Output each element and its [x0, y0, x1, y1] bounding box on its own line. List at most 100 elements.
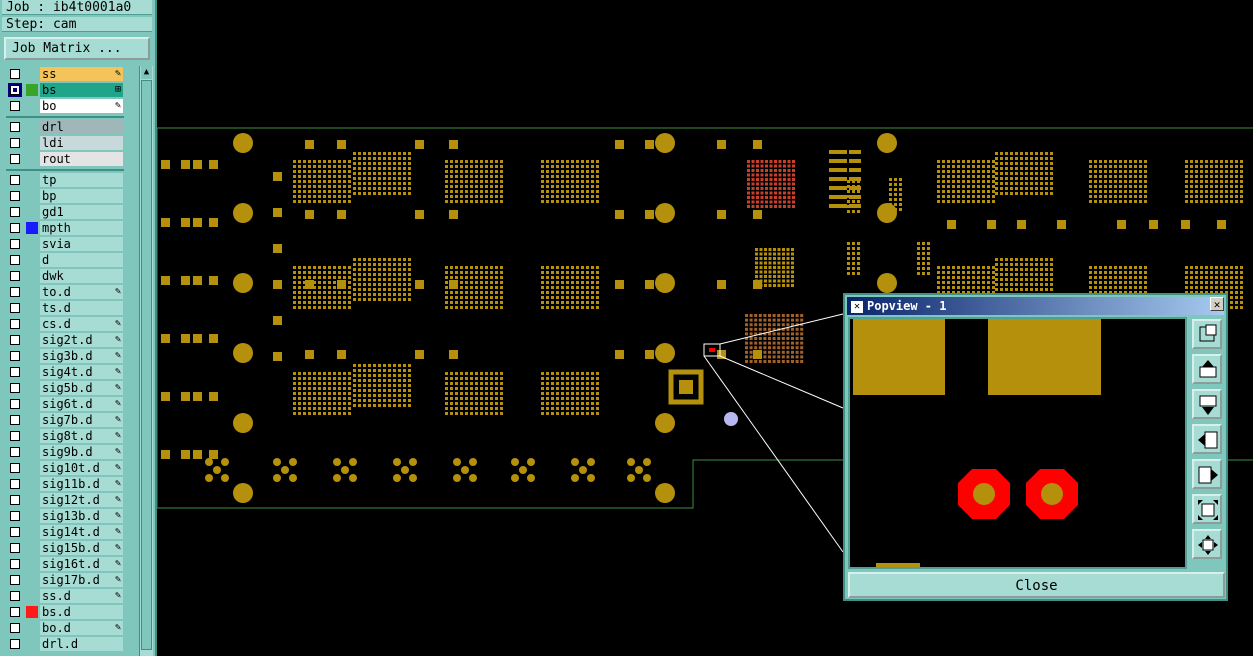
popview-zoom-view[interactable] — [848, 317, 1187, 569]
close-button[interactable]: Close — [848, 572, 1225, 598]
layer-name[interactable]: gd1 — [40, 205, 123, 219]
layer-checkbox[interactable] — [10, 415, 20, 425]
layer-name[interactable]: sig5b.d✎ — [40, 381, 123, 395]
layer-row-sig11b-d[interactable]: sig11b.d✎ — [0, 476, 140, 492]
layer-name[interactable]: ss✎ — [40, 67, 123, 81]
layer-row-cs-d[interactable]: cs.d✎ — [0, 316, 140, 332]
layer-name[interactable]: dwk — [40, 269, 123, 283]
layer-row-tp[interactable]: tp — [0, 172, 140, 188]
layer-row-bp[interactable]: bp — [0, 188, 140, 204]
zoom-fit-button[interactable] — [1192, 494, 1222, 524]
layer-name[interactable]: sig17b.d✎ — [40, 573, 123, 587]
layer-row-sig9b-d[interactable]: sig9b.d✎ — [0, 444, 140, 460]
layer-name[interactable]: bo.d✎ — [40, 621, 123, 635]
layer-checkbox[interactable] — [10, 591, 20, 601]
layer-checkbox[interactable] — [10, 543, 20, 553]
layer-name[interactable]: to.d✎ — [40, 285, 123, 299]
layer-name[interactable]: sig6t.d✎ — [40, 397, 123, 411]
layer-row-bs[interactable]: bs⊞ — [0, 82, 140, 98]
layer-name[interactable]: ss.d✎ — [40, 589, 123, 603]
layer-row-drl-d[interactable]: drl.d — [0, 636, 140, 652]
layer-name[interactable]: bs.d — [40, 605, 123, 619]
layer-name[interactable]: sig9b.d✎ — [40, 445, 123, 459]
layer-name[interactable]: svia — [40, 237, 123, 251]
close-icon[interactable]: ✕ — [1210, 297, 1224, 311]
layer-row-dwk[interactable]: dwk — [0, 268, 140, 284]
layer-name[interactable]: sig16t.d✎ — [40, 557, 123, 571]
layer-row-sig4t-d[interactable]: sig4t.d✎ — [0, 364, 140, 380]
layer-checkbox[interactable] — [10, 431, 20, 441]
layer-checkbox[interactable] — [10, 607, 20, 617]
layer-name[interactable]: sig12t.d✎ — [40, 493, 123, 507]
layer-name[interactable]: ts.d — [40, 301, 123, 315]
layer-checkbox[interactable] — [10, 191, 20, 201]
layer-checkbox[interactable] — [10, 383, 20, 393]
layer-name[interactable]: sig14t.d✎ — [40, 525, 123, 539]
layer-checkbox[interactable] — [10, 639, 20, 649]
layer-checkbox[interactable] — [10, 138, 20, 148]
layer-checkbox[interactable] — [10, 223, 20, 233]
layer-checkbox[interactable] — [10, 559, 20, 569]
pan-down-button[interactable] — [1192, 389, 1222, 419]
layer-row-sig12t-d[interactable]: sig12t.d✎ — [0, 492, 140, 508]
layer-name[interactable]: bo✎ — [40, 99, 123, 113]
pan-up-button[interactable] — [1192, 354, 1222, 384]
layer-row-sig6t-d[interactable]: sig6t.d✎ — [0, 396, 140, 412]
layer-row-sig3b-d[interactable]: sig3b.d✎ — [0, 348, 140, 364]
pan-right-button[interactable] — [1192, 459, 1222, 489]
layer-checkbox[interactable] — [10, 303, 20, 313]
layer-checkbox[interactable] — [10, 287, 20, 297]
layer-checkbox[interactable] — [10, 239, 20, 249]
layer-checkbox[interactable] — [10, 399, 20, 409]
pan-left-button[interactable] — [1192, 424, 1222, 454]
layer-checkbox[interactable] — [10, 527, 20, 537]
layer-row-ldi[interactable]: ldi — [0, 135, 140, 151]
layer-row-ts-d[interactable]: ts.d — [0, 300, 140, 316]
layer-checkbox[interactable] — [10, 575, 20, 585]
layer-row-svia[interactable]: svia — [0, 236, 140, 252]
layer-name[interactable]: sig3b.d✎ — [40, 349, 123, 363]
layer-checkbox[interactable] — [10, 69, 20, 79]
layer-checkbox[interactable] — [10, 447, 20, 457]
layer-row-bs-d[interactable]: bs.d — [0, 604, 140, 620]
layer-checkbox[interactable] — [10, 335, 20, 345]
layer-row-sig16t-d[interactable]: sig16t.d✎ — [0, 556, 140, 572]
layer-row-d[interactable]: d — [0, 252, 140, 268]
layer-row-drl[interactable]: drl — [0, 119, 140, 135]
layer-name[interactable]: rout — [40, 152, 123, 166]
layer-name[interactable]: cs.d✎ — [40, 317, 123, 331]
layer-name[interactable]: sig8t.d✎ — [40, 429, 123, 443]
layer-row-bo-d[interactable]: bo.d✎ — [0, 620, 140, 636]
layer-row-to-d[interactable]: to.d✎ — [0, 284, 140, 300]
layer-row-mpth[interactable]: mpth — [0, 220, 140, 236]
layer-checkbox[interactable] — [10, 511, 20, 521]
layer-checkbox[interactable] — [10, 479, 20, 489]
layer-name[interactable]: sig11b.d✎ — [40, 477, 123, 491]
layer-name[interactable]: tp — [40, 173, 123, 187]
layer-row-sig8t-d[interactable]: sig8t.d✎ — [0, 428, 140, 444]
layer-name[interactable]: sig4t.d✎ — [40, 365, 123, 379]
layer-checkbox[interactable] — [10, 255, 20, 265]
layer-name[interactable]: bp — [40, 189, 123, 203]
layer-checkbox[interactable] — [10, 271, 20, 281]
layer-name[interactable]: bs⊞ — [40, 83, 123, 97]
layer-row-sig14t-d[interactable]: sig14t.d✎ — [0, 524, 140, 540]
layer-name[interactable]: mpth — [40, 221, 123, 235]
scroll-thumb[interactable] — [141, 80, 152, 650]
layer-row-sig5b-d[interactable]: sig5b.d✎ — [0, 380, 140, 396]
layer-checkbox[interactable] — [10, 463, 20, 473]
layer-name[interactable]: drl — [40, 120, 123, 134]
job-matrix-button[interactable]: Job Matrix ... — [4, 37, 150, 60]
layer-row-ss-d[interactable]: ss.d✎ — [0, 588, 140, 604]
layer-checkbox[interactable] — [10, 122, 20, 132]
layer-checkbox[interactable] — [10, 495, 20, 505]
layer-row-ss[interactable]: ss✎ — [0, 66, 140, 82]
layer-name[interactable]: sig13b.d✎ — [40, 509, 123, 523]
layer-row-gd1[interactable]: gd1 — [0, 204, 140, 220]
layer-checkbox[interactable] — [10, 623, 20, 633]
layer-name[interactable]: sig15b.d✎ — [40, 541, 123, 555]
layer-row-bo[interactable]: bo✎ — [0, 98, 140, 114]
zoom-window-button[interactable] — [1192, 319, 1222, 349]
layer-scrollbar[interactable]: ▲ — [139, 66, 153, 656]
layer-checkbox[interactable] — [10, 175, 20, 185]
